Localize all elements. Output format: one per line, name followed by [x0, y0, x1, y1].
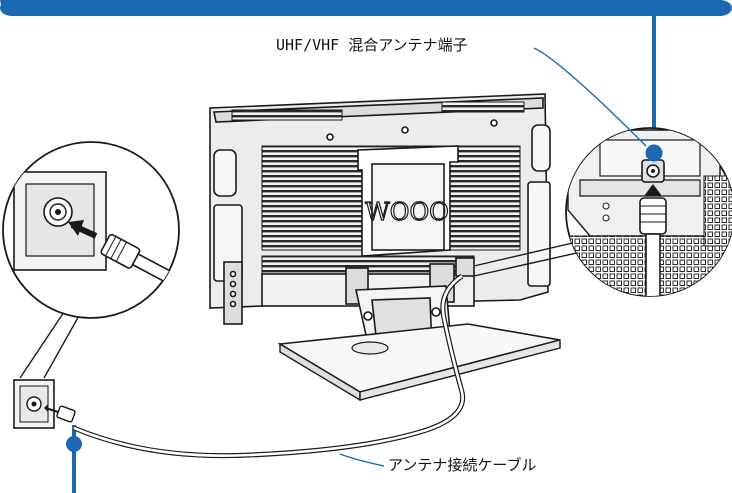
- terminal-zoom-callout: [565, 127, 732, 297]
- top-vent-right: [441, 101, 525, 113]
- cable-label-leader: [339, 453, 385, 467]
- outlet-zoom-callout: [2, 141, 180, 319]
- outlet-pointer-dot: [66, 436, 82, 452]
- antenna-cable-label: アンテナ接続ケーブル: [388, 456, 537, 474]
- wall-outlet-small: [13, 379, 76, 429]
- antenna-terminal-label: UHF/VHF 混合アンテナ端子: [276, 36, 468, 54]
- antenna-terminal-area: [455, 257, 475, 277]
- top-vent-left: [231, 109, 343, 121]
- header-banner-body: [0, 0, 732, 16]
- monitor-logo: WOOO: [365, 198, 449, 226]
- monitor: WOOO: [209, 93, 551, 363]
- terminal-label-leader: [533, 47, 647, 147]
